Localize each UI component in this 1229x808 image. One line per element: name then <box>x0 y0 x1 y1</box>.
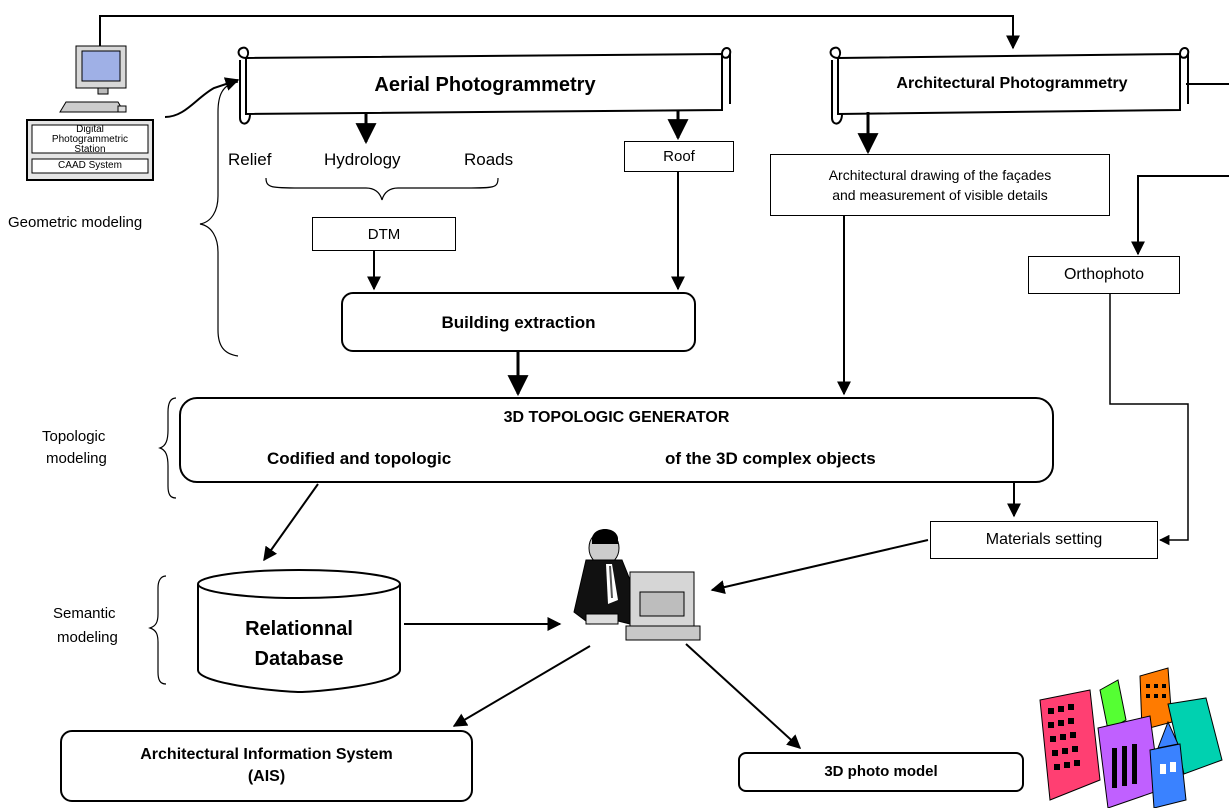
database-label-line2: Database <box>254 648 344 670</box>
operator-to-photo-model-arrow <box>685 643 802 749</box>
operator-workstation-icon <box>573 529 701 641</box>
generator-to-database-arrow <box>263 483 319 562</box>
architectural-drawing-box: Architectural drawing of the façades and… <box>770 154 1110 216</box>
architectural-scroll-shape <box>829 46 1190 125</box>
geometric-modeling-label: Geometric modeling <box>8 214 143 231</box>
topologic-modeling-label-line1: Topologic <box>42 428 106 445</box>
topologic-modeling-label-line2: modeling <box>46 450 107 467</box>
ais-label-line2: (AIS) <box>247 768 286 785</box>
orthophoto-feed-line <box>1131 175 1229 256</box>
geometric-brace <box>199 81 239 357</box>
station-label-line2: Photogrammetric <box>51 134 129 145</box>
topologic-brace <box>158 397 177 499</box>
aerial-photogrammetry-title: Aerial Photogrammetry <box>374 74 596 96</box>
architectural-drawing-line1: Architectural drawing of the façades <box>828 167 1052 183</box>
semantic-brace <box>148 575 167 685</box>
materials-setting-box: Materials setting <box>930 521 1158 559</box>
database-cylinder <box>197 569 401 694</box>
architectural-photogrammetry-title: Architectural Photogrammetry <box>896 75 1128 92</box>
station-to-aerial-arrow <box>164 77 240 118</box>
orthophoto-box: Orthophoto <box>1028 256 1180 294</box>
operator-to-ais-arrow <box>452 645 591 727</box>
ais-label-line1: Architectural Information System <box>140 746 393 763</box>
generator-title: 3D TOPOLOGIC GENERATOR <box>503 409 730 426</box>
station-label-line3: Station <box>74 144 106 155</box>
dtm-box: DTM <box>312 217 456 251</box>
relief-roads-brace <box>265 177 499 201</box>
top-connector-line <box>99 15 1020 50</box>
relief-label: Relief <box>228 150 272 169</box>
photo-model-box: 3D photo model <box>738 752 1024 792</box>
workstation-computer-icon <box>26 45 154 181</box>
orthophoto-to-materials-line <box>1109 294 1189 546</box>
roads-label: Roads <box>464 150 514 169</box>
generator-subtitle-left: Codified and topologic <box>267 449 452 468</box>
city-buildings-icon <box>1039 667 1223 808</box>
generator-subtitle-right: of the 3D complex objects <box>665 449 876 468</box>
photo-model-label: 3D photo model <box>824 763 938 780</box>
semantic-modeling-label-line1: Semantic <box>53 605 116 622</box>
ais-box: Architectural Information System (AIS) <box>60 730 473 802</box>
station-label-line1: Digital <box>76 124 104 135</box>
materials-to-operator-arrow <box>710 539 929 594</box>
semantic-modeling-label-line2: modeling <box>57 629 118 646</box>
building-extraction-box: Building extraction <box>341 292 696 352</box>
topologic-generator-box: 3D TOPOLOGIC GENERATOR Codified and topo… <box>179 397 1054 483</box>
roof-box: Roof <box>624 141 734 172</box>
building-extraction-label: Building extraction <box>441 313 596 332</box>
hydrology-label: Hydrology <box>324 150 401 169</box>
database-label-line1: Relationnal <box>245 618 353 640</box>
caad-system-label: CAAD System <box>58 160 122 171</box>
architectural-drawing-line2: and measurement of visible details <box>832 187 1048 203</box>
aerial-scroll-shape <box>237 46 732 125</box>
